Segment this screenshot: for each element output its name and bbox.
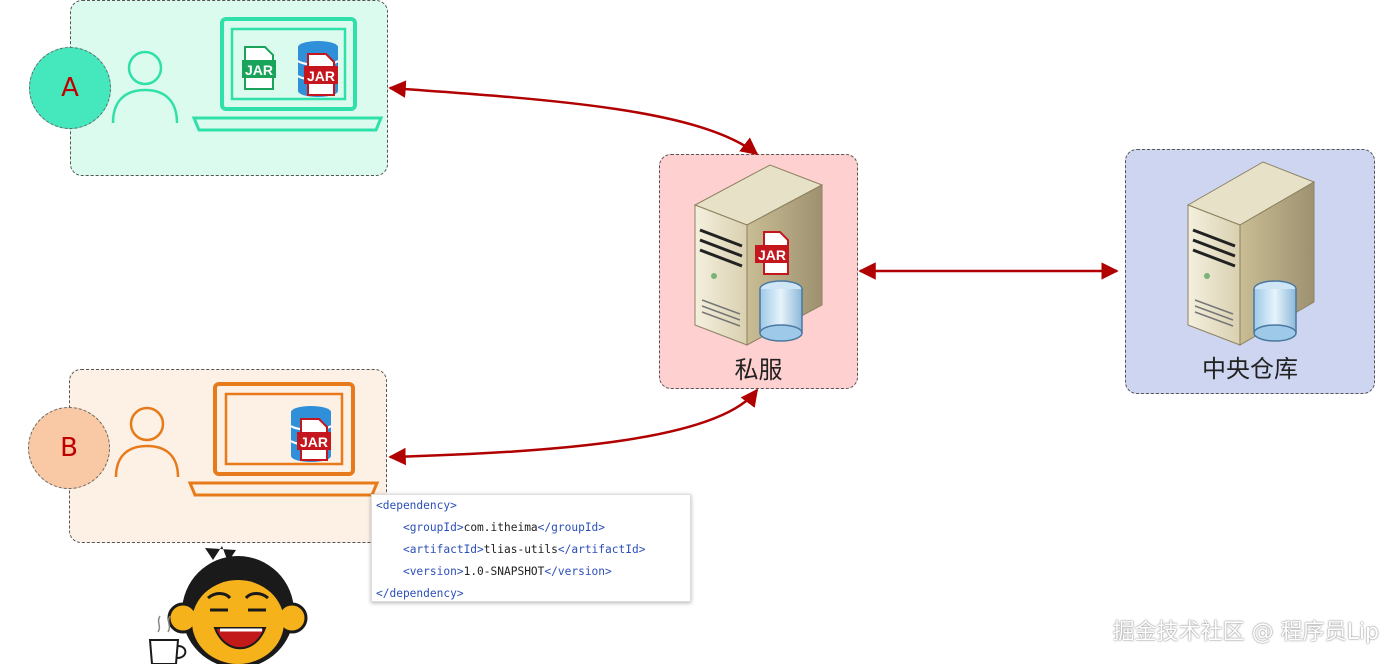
code-line: <groupId>com.itheima</groupId> xyxy=(376,518,690,540)
jar-label-a-repo: JAR xyxy=(307,68,335,84)
code-open-tag: </dependency> xyxy=(376,587,464,600)
arrow-b-private xyxy=(388,388,759,466)
laptop-icon-b xyxy=(187,382,380,497)
code-line: </dependency> xyxy=(376,584,690,606)
jar-label-b-repo: JAR xyxy=(300,434,328,450)
central-server-icon xyxy=(1186,161,1316,346)
code-value: com.itheima xyxy=(463,521,538,534)
jar-label-private: JAR xyxy=(758,247,786,263)
database-jar-icon-b xyxy=(290,406,332,462)
private-server-label: 私服 xyxy=(734,356,783,384)
dependency-code-snippet: <dependency> <groupId>com.itheima</group… xyxy=(371,494,691,602)
monkey-mascot-icon xyxy=(148,546,308,664)
code-open-tag: <version> xyxy=(402,565,464,578)
code-close-tag: </groupId> xyxy=(537,521,606,534)
code-value: tlias-utils xyxy=(483,543,558,556)
jar-label-a-local: JAR xyxy=(245,62,273,78)
database-jar-icon-a xyxy=(297,41,339,97)
developer-a-badge: A xyxy=(29,47,111,129)
developer-b-badge: B xyxy=(28,407,110,489)
arrow-a-private xyxy=(388,80,759,156)
person-icon-b xyxy=(114,406,180,478)
code-line: <dependency> xyxy=(376,496,690,518)
code-line: <version>1.0-SNAPSHOT</version> xyxy=(376,562,690,584)
jar-file-icon-a xyxy=(242,46,276,90)
central-repository-label: 中央仓库 xyxy=(1202,355,1298,383)
person-icon-a xyxy=(111,50,179,124)
developer-b-label: B xyxy=(60,433,78,463)
code-open-tag: <artifactId> xyxy=(402,543,484,556)
code-close-tag: </artifactId> xyxy=(557,543,646,556)
code-value: 1.0-SNAPSHOT xyxy=(463,565,545,578)
code-close-tag: </version> xyxy=(544,565,612,578)
developer-a-label: A xyxy=(61,73,79,103)
code-open-tag: <dependency> xyxy=(376,499,457,512)
laptop-icon-a xyxy=(191,17,384,132)
code-open-tag: <groupId> xyxy=(402,521,464,534)
code-line: <artifactId>tlias-utils</artifactId> xyxy=(376,540,690,562)
private-server-icon xyxy=(693,164,824,346)
watermark: 掘金技术社区 @ 程序员Lip xyxy=(1112,620,1379,645)
